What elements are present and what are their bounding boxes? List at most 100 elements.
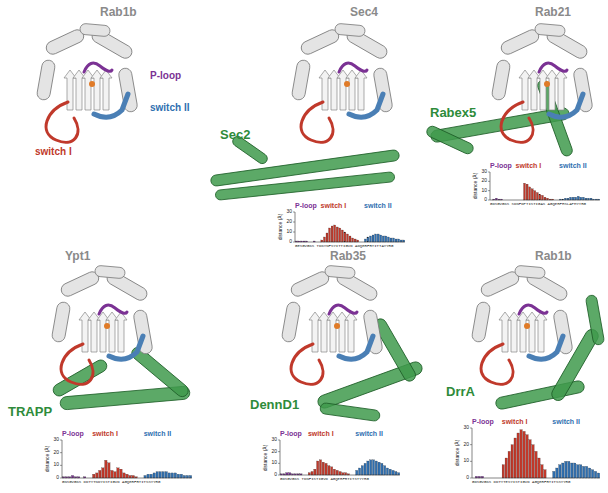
tick-label: 30 [286,209,292,215]
distance-bar [150,474,152,478]
p-loop-trace [99,305,127,314]
partner-name: Rabex5 [430,106,476,120]
distance-bar [123,473,125,478]
distance-bar [153,473,155,478]
protein-helix [51,301,71,343]
distance-bar [180,474,182,478]
tick-label: 20 [271,449,277,455]
distance-bar [541,195,543,200]
axis-tick [278,463,280,464]
axis-title: distance (Å) [455,440,461,467]
axis-tick [60,440,62,441]
distance-bar [597,473,599,478]
distance-bar [384,466,386,475]
chart-axis [472,478,600,479]
distance-bar [372,460,374,475]
distance-bar [117,468,119,478]
distance-bar [311,472,313,476]
sequence-label: GDSGVGKS DDTYTESYISTIGVD AGQERFRTITSSYYR… [472,480,570,484]
distance-bar [126,474,128,478]
distance-bar [358,468,360,475]
distance-bar [289,473,291,475]
distance-bar [544,470,546,478]
partner-helix [51,358,109,398]
tick-label: 10 [271,461,277,467]
protein-helix [299,28,341,57]
protein-helix [573,67,593,113]
distance-bar [354,239,356,242]
distance-bar [186,475,188,478]
tick-label: 30 [463,425,469,431]
distance-bar [372,235,374,242]
distance-bar [398,473,400,475]
axis-tick [293,242,295,243]
axis-tick [293,232,295,233]
distance-bar [514,438,516,478]
distance-bar [538,458,540,478]
distance-bar [364,239,366,242]
protein-helix [289,270,331,299]
axis-tick [60,465,62,466]
tick-label: 0 [289,239,292,245]
switch2-trace [109,336,143,359]
chart-axis [472,428,473,478]
region-label: P-loop [472,418,494,426]
distance-bar [317,461,319,475]
axis-tick [470,444,472,445]
distance-bar [114,472,116,478]
distance-bar [393,238,395,242]
distance-bar [174,473,176,478]
distance-bar [325,463,327,475]
chart-axis [490,172,491,200]
axis-title: distance (Å) [278,214,284,241]
distance-bar [144,475,146,478]
protein-helix [553,309,573,355]
beta-strand [355,70,367,110]
protein-helix [491,59,511,101]
axis-tick [488,200,490,201]
distance-bar [398,239,400,242]
distance-bar [120,469,122,478]
distance-bar [364,463,366,475]
protein-helix [118,67,138,113]
switch1-trace [61,344,93,384]
protein-helix [80,23,111,37]
switch1-trace [291,344,323,384]
distance-bar [594,471,596,478]
protein-helix [499,28,541,57]
protein-helix [291,59,311,101]
protein-helix [133,309,153,355]
distance-bar [322,462,324,475]
switch1-trace [46,102,78,142]
distance-bar [377,234,379,242]
distance-bar [524,183,526,200]
distance-bar [132,475,134,478]
distance-bar [333,469,335,475]
switch2-trace [339,336,373,359]
distance-bar [331,226,333,242]
axis-tick [470,461,472,462]
chart-axis [280,440,281,475]
axis-title: distance (Å) [45,446,51,473]
p-loop-trace [539,63,567,72]
distance-bar [562,463,564,478]
region-label: switch II [144,430,172,438]
distance-bar [571,463,573,478]
region-label: P-loop [62,430,84,438]
distance-bar [582,197,584,200]
distance-bar [570,197,572,200]
tick-label: 20 [481,179,487,185]
distance-bar [382,236,384,242]
distance-bar [529,440,531,478]
region-label: switch I [502,418,528,426]
switch1-trace [481,344,513,384]
distance-bar [344,232,346,242]
sequence-label: GDSGVGKS SDNFDPTISTIGAS AGQERFHSLAPMYYRG [490,202,586,206]
protein-helix [363,309,383,355]
protein-helix [59,270,101,299]
distance-bar [286,473,288,475]
distance-bar [579,465,581,478]
axis-tick [278,475,280,476]
distance-bar [111,470,113,478]
tick-label: 20 [286,219,292,225]
